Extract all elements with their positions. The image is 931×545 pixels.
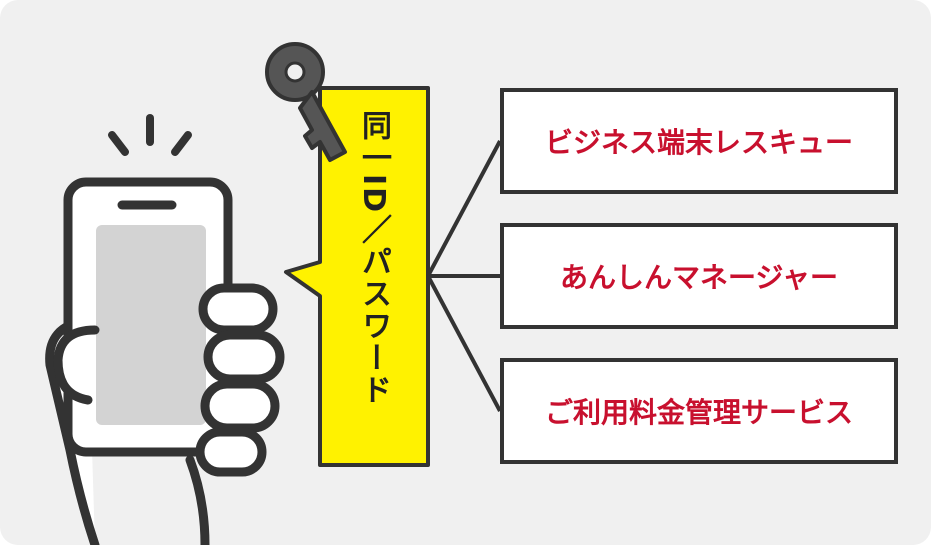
- key-icon: [265, 42, 347, 162]
- service-box-anshin-manager: あんしんマネージャー: [500, 223, 898, 329]
- service-label: ビジネス端末レスキュー: [544, 126, 853, 159]
- connector-lines: [426, 140, 502, 412]
- notification-sparks-icon: [108, 114, 192, 156]
- id-password-callout: [284, 86, 430, 467]
- hand-holding-phone-icon: [45, 177, 285, 545]
- service-box-business-rescue: ビジネス端末レスキュー: [500, 88, 898, 194]
- service-box-billing-management: ご利用料金管理サービス: [500, 358, 898, 464]
- callout-label: 同一ID／パスワード: [356, 110, 391, 407]
- service-label: ご利用料金管理サービス: [544, 396, 853, 429]
- service-label: あんしんマネージャー: [559, 261, 839, 294]
